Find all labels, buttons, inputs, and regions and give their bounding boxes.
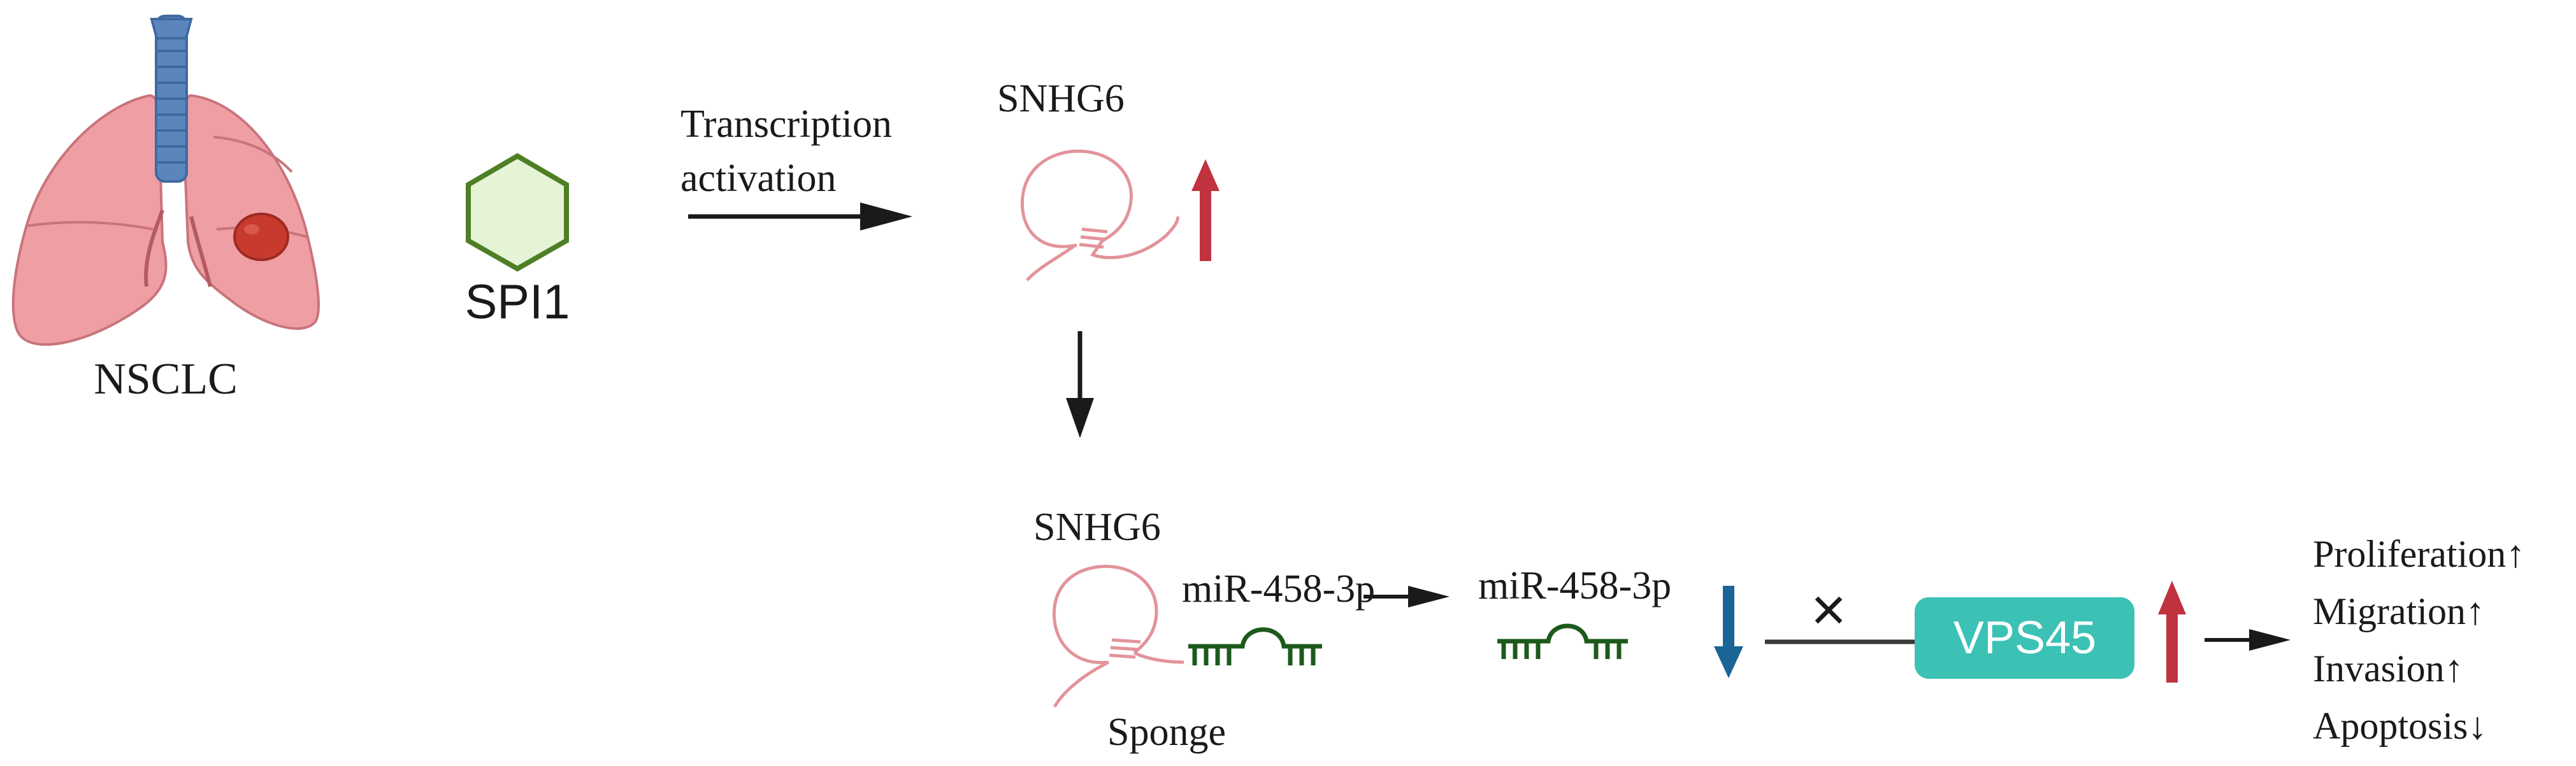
sponge-label: Sponge	[1107, 711, 1226, 754]
mir-down-arrow	[1714, 586, 1743, 678]
outcome-apoptosis: Apoptosis↓	[2313, 705, 2487, 747]
outcome-migration: Migration↑	[2313, 590, 2485, 632]
release-arrow	[1364, 586, 1450, 607]
nsclc-label: NSCLC	[94, 355, 238, 404]
inhibition-x-mark: ×	[1811, 576, 1846, 644]
mir-bound-label: miR-458-3p	[1182, 567, 1375, 611]
sponge-down-arrow	[1066, 331, 1094, 438]
snhg6-up-arrow	[1191, 159, 1220, 261]
lncrna-snhg6-icon	[1020, 149, 1179, 281]
outcome-proliferation: Proliferation↑	[2313, 533, 2525, 575]
outcome-invasion: Invasion↑	[2313, 648, 2464, 690]
lung-icon	[11, 15, 320, 346]
tumor-icon	[233, 213, 289, 261]
spi1-label: SPI1	[465, 275, 570, 329]
mirna-bound-icon	[1188, 627, 1322, 665]
activation-label: activation	[680, 157, 836, 200]
lncrna-sponge-icon	[1052, 564, 1184, 708]
vps45-up-arrow	[2158, 581, 2186, 683]
transcription-label: Transcription	[680, 103, 892, 146]
transcription-arrow	[688, 202, 912, 231]
vps45-label: VPS45	[1954, 613, 2096, 663]
vps45-box	[1915, 597, 2134, 679]
snhg6-bottom-label: SNHG6	[1033, 506, 1161, 549]
outcome-arrow	[2205, 629, 2291, 651]
spi1-hexagon-icon	[466, 153, 569, 272]
mirna-free-icon	[1497, 623, 1628, 659]
mir-free-label: miR-458-3p	[1478, 564, 1671, 607]
snhg6-top-label: SNHG6	[997, 77, 1125, 120]
